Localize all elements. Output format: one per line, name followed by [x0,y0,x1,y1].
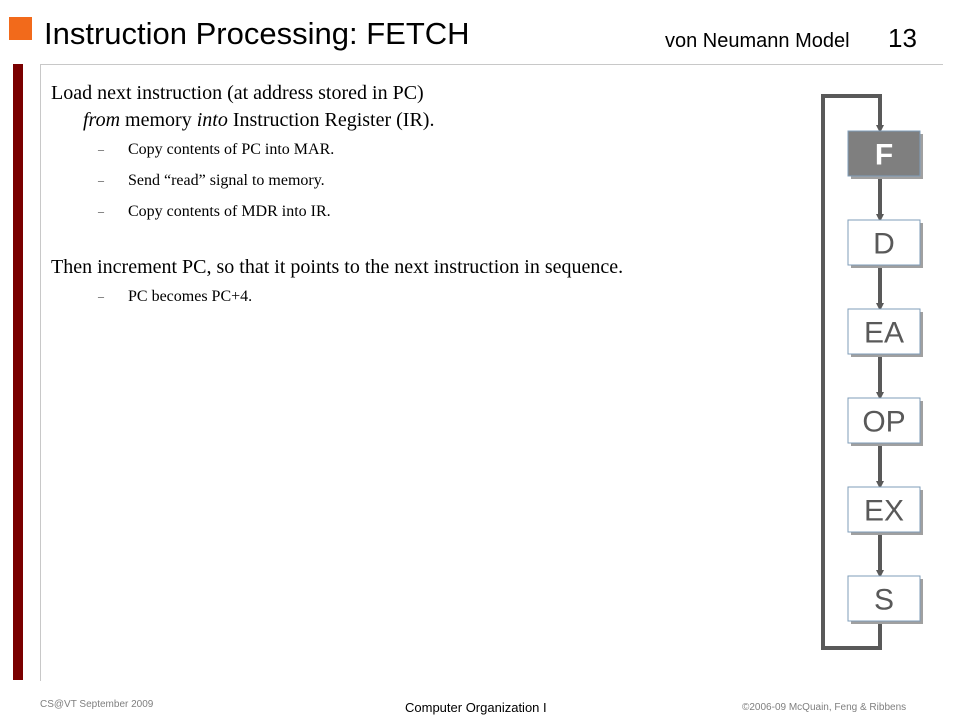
stage-box-op [847,397,921,444]
stage-label-ea: EA [864,317,904,350]
left-accent-bar [13,64,23,680]
stage-label-ex: EX [864,495,904,528]
stage-box-f [847,130,921,177]
stage-label-d: D [873,228,895,261]
para1-line2: from memory into Instruction Register (I… [51,109,434,131]
slide-title: Instruction Processing: FETCH [44,16,470,51]
list-item: – PC becomes PC+4. [51,286,811,307]
list-item-text: PC becomes PC+4. [128,288,253,305]
stage-box-ea [847,308,921,355]
list-item: – Copy contents of PC into MAR. [51,139,811,160]
stage-box-ex [847,486,921,533]
stage-box-d [847,219,921,266]
list-item: – Send “read” signal to memory. [51,170,811,191]
footer-date: CS@VT September 2009 [40,699,154,710]
list-item-text: Copy contents of PC into MAR. [128,141,335,158]
emphasis-into: into [196,109,228,131]
slide-subtitle: von Neumann Model [665,30,850,52]
list-item: – Copy contents of MDR into IR. [51,201,811,222]
stage-label-op: OP [862,406,905,439]
stage-box-s [847,575,921,622]
list-item-text: Copy contents of MDR into IR. [128,203,331,220]
dash-bullet-icon: – [98,142,104,156]
content-panel [40,64,943,681]
footer-copyright: ©2006-09 McQuain, Feng & Ribbens [742,702,907,713]
para1-line1: Load next instruction (at address stored… [51,82,424,104]
body-paragraph-2: Then increment PC, so that it points to … [51,256,624,278]
fetch-steps-list: – Copy contents of PC into MAR. – Send “re… [51,139,811,222]
loop-back-arrow [821,94,884,650]
emphasis-from: from [83,109,121,131]
dash-bullet-icon: – [98,173,104,187]
slide-body: Load next instruction (at address stored… [51,80,811,317]
footer-course: Computer Organization I [405,700,547,715]
body-paragraph-1: Load next instruction (at address stored… [51,80,811,134]
list-item-text: Send “read” signal to memory. [128,172,325,189]
dash-bullet-icon: – [98,289,104,303]
para1-line2-middle: memory [120,109,197,131]
increment-steps-list: – PC becomes PC+4. [51,286,811,307]
accent-square [9,17,32,40]
stage-label-s: S [874,584,894,617]
stage-label-f: F [875,139,893,172]
para1-line2-end: Instruction Register (IR). [227,109,435,131]
dash-bullet-icon: – [98,204,104,218]
page-number: 13 [888,23,917,53]
